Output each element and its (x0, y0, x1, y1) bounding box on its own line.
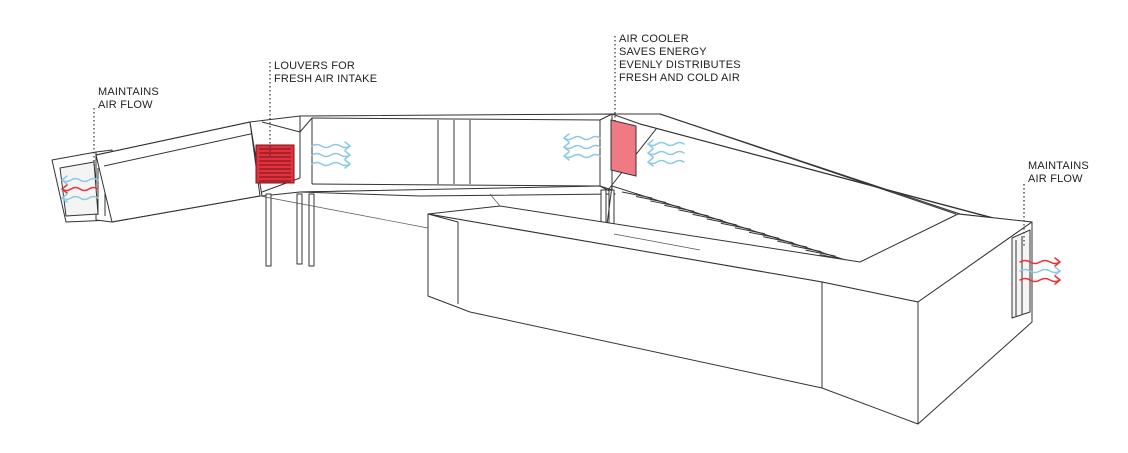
airflow-arrow-icon (61, 193, 99, 203)
label-air-cooler: AIR COOLER SAVES ENERGY EVENLY DISTRIBUT… (619, 33, 741, 85)
label-line: AIR COOLER (619, 33, 689, 45)
stair-tread (650, 200, 681, 208)
airflow-arrow-icon (311, 141, 351, 151)
label-line: FRESH AND COLD AIR (619, 72, 740, 84)
stair-tread (763, 236, 794, 244)
airflow-arrow-icon (647, 157, 685, 167)
airflow-arrow-icon (61, 184, 99, 194)
stair-tread (664, 204, 695, 212)
label-line: AIR FLOW (98, 99, 153, 111)
stair-tread (734, 227, 766, 235)
stair-tread (636, 195, 667, 203)
airflow-arrow-icon (1019, 257, 1061, 267)
left-ramp-corridor (95, 121, 261, 223)
stair-tread (791, 245, 822, 253)
stair-tread (720, 222, 751, 230)
airflow-arrow-icon (563, 133, 601, 143)
louver-panel (255, 144, 295, 184)
label-line: MAINTAINS (98, 86, 159, 98)
label-left-airflow: MAINTAINS AIR FLOW (98, 86, 159, 112)
lower-main-block (427, 205, 1033, 425)
louver-slats (259, 148, 291, 182)
label-line: EVENLY DISTRIBUTES (619, 59, 741, 71)
airflow-arrow-icon (563, 142, 601, 152)
label-louvers: LOUVERS FOR FRESH AIR INTAKE (274, 60, 377, 86)
airflow-arrow-icon (311, 150, 351, 160)
right-roof-plane (611, 113, 1031, 227)
stair-tread (678, 209, 709, 217)
label-line: MAINTAINS (1028, 160, 1089, 172)
stair-tread (805, 249, 836, 257)
airflow-arrow-icon (1019, 275, 1061, 285)
airflow-arrow-icon (647, 148, 685, 158)
airflow-arrow-icon (61, 175, 99, 185)
label-line: AIR FLOW (1028, 173, 1083, 185)
airflow-arrow-icon (1019, 266, 1061, 276)
leader-lines (93, 36, 1025, 246)
airflow-arrow-icon (647, 139, 685, 149)
stair-tread (692, 213, 723, 221)
airflow-arrows (61, 133, 1061, 285)
stair-tread (748, 231, 780, 239)
label-line: LOUVERS FOR (274, 60, 356, 72)
support-columns (265, 189, 615, 267)
airflow-arrow-icon (311, 159, 351, 169)
air-cooler-unit (610, 119, 637, 177)
stair-tread (706, 218, 737, 226)
upper-bridge-room (249, 113, 661, 197)
label-line: FRESH AIR INTAKE (274, 73, 378, 85)
stair-tread (777, 240, 808, 248)
stair-tread (621, 191, 653, 199)
label-right-airflow: MAINTAINS AIR FLOW (1028, 160, 1089, 186)
label-line: SAVES ENERGY (619, 46, 707, 58)
airflow-arrow-icon (563, 151, 601, 161)
ground-lines (259, 193, 701, 251)
